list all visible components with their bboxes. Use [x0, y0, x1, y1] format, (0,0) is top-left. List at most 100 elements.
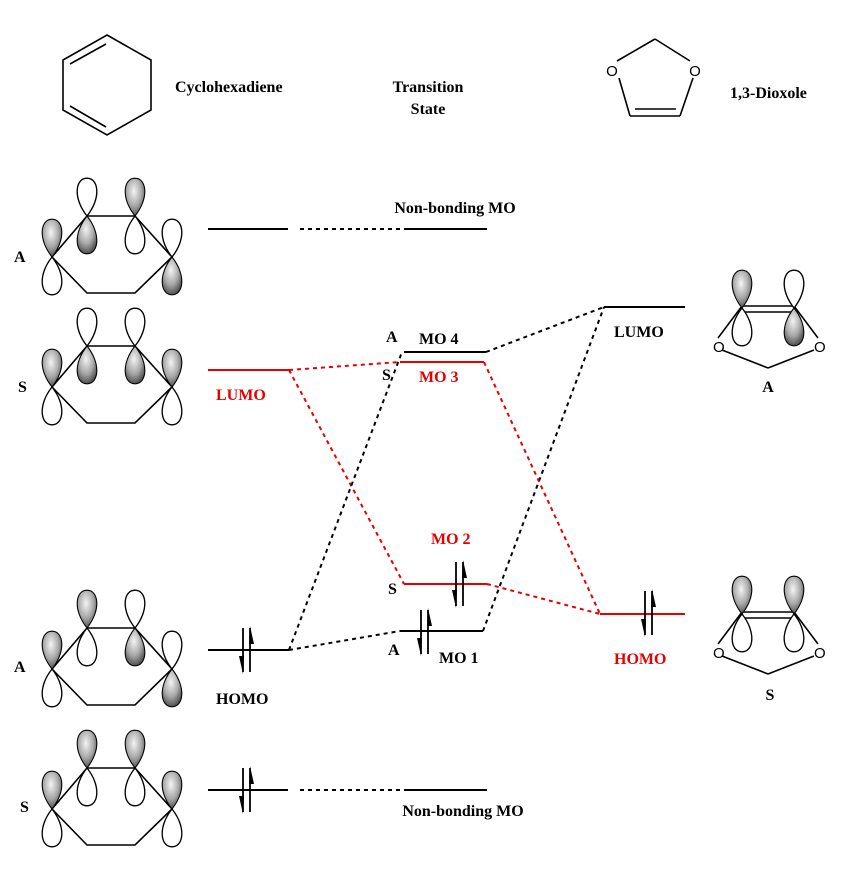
mo2-label: MO 2 [431, 531, 471, 548]
cyclohexadiene-orbital-a-homo [41, 589, 183, 708]
orbital-lobe-upper [76, 729, 98, 769]
spin-up-head [462, 560, 467, 578]
orbital-lobe-upper [41, 770, 63, 810]
mo3-symmetry: S [382, 367, 391, 384]
oxygen-atom: O [814, 339, 826, 356]
orbital-lobe-upper [124, 589, 146, 629]
p-orbital-icon [41, 348, 63, 426]
correlation-lines [288, 228, 605, 791]
electron-pair-icon [641, 589, 656, 637]
spin-down-head [452, 590, 457, 608]
p-orbital-icon [41, 630, 63, 708]
orbital-lobe-upper [76, 307, 98, 347]
orbital-lobe-upper [76, 589, 98, 629]
oxygen-atom: O [814, 645, 826, 662]
orbital-lobe-lower [124, 215, 146, 255]
orbital-lobe-lower [783, 613, 805, 653]
spin-down-head [641, 619, 646, 637]
orbital-lobe-lower [76, 345, 98, 385]
oxygen-atom-left: O [606, 63, 618, 80]
left-symmetry-label-2: S [18, 379, 27, 396]
electron-pair-icon [239, 626, 254, 674]
electron-pair-icon [417, 608, 432, 656]
right-lumo-symmetry: A [762, 379, 774, 396]
orbital-lobe-lower [76, 215, 98, 255]
p-orbital-icon [161, 348, 183, 426]
orbital-lobe-upper [41, 218, 63, 258]
cyclohexadiene-orbital-s-lower [41, 729, 183, 848]
p-orbital-icon [161, 630, 183, 708]
mo3-label: MO 3 [419, 369, 459, 386]
mo4-symmetry: A [386, 329, 398, 346]
cyclohexadiene-title: Cyclohexadiene [175, 79, 283, 96]
orbital-lobe-upper [161, 630, 183, 670]
orbital-lobe-lower [783, 307, 805, 347]
electron-pair-icon [239, 766, 254, 814]
orbital-lobe-lower [731, 613, 753, 653]
p-orbital-icon [161, 770, 183, 848]
oxygen-atom: O [713, 645, 725, 662]
transition-state-title-line2: State [411, 101, 446, 118]
orbital-lobe-lower [76, 767, 98, 807]
spin-down-head [239, 656, 244, 674]
cyclohexadiene-structure [62, 34, 152, 136]
dioxole-title: 1,3-Dioxole [730, 85, 807, 102]
orbital-lobe-lower [41, 256, 63, 296]
left-symmetry-label-1: A [14, 249, 26, 266]
mo1-symmetry: A [388, 642, 400, 659]
correlation-line-homo-mo1 [288, 630, 401, 651]
orbital-lobe-upper [76, 177, 98, 217]
orbital-lobe-upper [124, 307, 146, 347]
left-symmetry-label-4: S [20, 799, 29, 816]
ring-skeleton [50, 345, 174, 424]
mo4-label: MO 4 [419, 331, 459, 348]
mo2-symmetry: S [388, 581, 397, 598]
p-orbital-icon [731, 575, 753, 653]
electron-pairs [239, 560, 656, 814]
correlation-line-dioxole-homo-mo2 [486, 583, 601, 615]
right-homo-symmetry: S [766, 687, 775, 704]
p-orbital-icon [731, 269, 753, 347]
spin-down-head [239, 796, 244, 814]
correlation-line-dioxole-lumo-mo4 [485, 306, 605, 353]
orbital-lobe-lower [76, 627, 98, 667]
orbital-lobe-upper [161, 218, 183, 258]
spin-up-head [427, 608, 432, 626]
correlation-line-dioxole-lumo-mo1 [482, 306, 605, 632]
orbital-lobe-upper [731, 269, 753, 309]
oxygen-atom: O [713, 339, 725, 356]
p-orbital-icon [41, 770, 63, 848]
p-orbital-icon [161, 218, 183, 296]
p-orbital-icon [41, 218, 63, 296]
spin-down-head [417, 638, 422, 656]
spin-up-head [651, 589, 656, 607]
orbital-lobe-upper [124, 177, 146, 217]
left-homo-label: HOMO [216, 691, 268, 708]
right-homo-label: HOMO [614, 651, 666, 668]
correlation-line-lumo-mo2 [288, 369, 405, 585]
orbital-lobe-lower [124, 627, 146, 667]
spin-up-head [249, 766, 254, 784]
p-orbital-icon [783, 575, 805, 653]
dioxole-structure: O O [606, 38, 701, 117]
spin-up-head [249, 626, 254, 644]
p-orbital-icon [783, 269, 805, 347]
right-lumo-label: LUMO [614, 324, 664, 341]
electron-pair-icon [452, 560, 467, 608]
correlation-line-homo-mo4 [288, 351, 403, 651]
orbital-lobe-lower [124, 767, 146, 807]
orbital-lobe-upper [731, 575, 753, 615]
orbital-lobe-lower [124, 345, 146, 385]
nb-lower-label: Non-bonding MO [402, 803, 523, 820]
orbital-lobe-upper [161, 770, 183, 810]
orbital-lobe-lower [41, 808, 63, 848]
orbital-lobe-upper [161, 348, 183, 388]
ring-skeleton [50, 767, 174, 846]
orbital-lobe-lower [731, 307, 753, 347]
cyclohexadiene-orbital-s-lumo [41, 307, 183, 426]
left-lumo-label: LUMO [216, 387, 266, 404]
